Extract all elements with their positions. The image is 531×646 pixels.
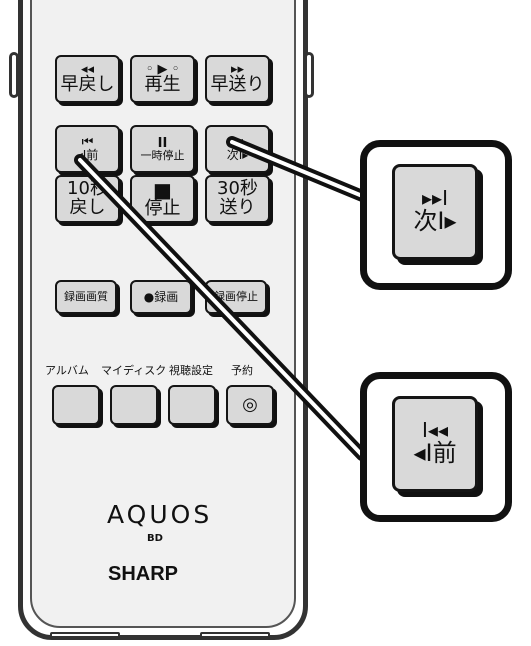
skip-30-label-top: 30秒	[217, 178, 258, 200]
product-logo: AQUOS	[107, 500, 213, 529]
stop-icon: ■	[153, 177, 172, 202]
record-quality-label: 録画画質	[64, 290, 108, 304]
reservation-button[interactable]: ◎	[226, 385, 274, 425]
skip-30-label-bottom: 送り	[219, 197, 256, 218]
leader-line-prev-inner	[78, 158, 364, 457]
pause-icon: II	[157, 135, 168, 151]
product-sub-logo: BD	[147, 533, 163, 544]
album-button[interactable]	[52, 385, 100, 425]
reservation-icon: ◎	[242, 394, 258, 415]
view-settings-button[interactable]	[168, 385, 216, 425]
maker-logo: SHARP	[108, 563, 179, 585]
rewind-label: 早戻し	[60, 74, 115, 96]
bottom-tab-right	[200, 632, 270, 638]
left-side-notch	[9, 52, 19, 98]
replay-10-label-bottom: 戻し	[69, 197, 106, 218]
view-settings-label: 視聴設定	[169, 364, 213, 377]
my-disc-label: マイディスク	[101, 364, 167, 377]
reservation-label: 予約	[231, 364, 253, 377]
my-disc-button[interactable]	[110, 385, 158, 425]
pause-label: 一時停止	[140, 148, 185, 162]
bottom-tab-left	[50, 632, 120, 638]
play-icon: ◦ ▶ ◦	[145, 62, 180, 78]
album-label: アルバム	[45, 364, 89, 377]
skip-next-icon: ▸▸I	[422, 186, 448, 211]
callout-next-label: 次I▸	[413, 207, 457, 236]
skip-30-button[interactable]: 30秒 送り	[205, 175, 270, 223]
leader-line-next-inner	[230, 140, 374, 202]
remote-panel	[30, 0, 296, 628]
callout-prev-label: ◂I前	[413, 439, 457, 468]
skip-back-icon: ⏮	[81, 135, 94, 151]
play-label: 再生	[144, 74, 181, 96]
record-button[interactable]: ●録画	[130, 280, 192, 314]
record-label: ●録画	[143, 289, 179, 304]
right-side-notch	[304, 52, 314, 98]
callout-next-button: ▸▸I 次I▸	[392, 164, 478, 260]
skip-back-icon: I◂◂	[422, 418, 448, 443]
pause-button[interactable]: II 一時停止	[130, 125, 195, 173]
record-stop-label: 録画停止	[214, 290, 258, 304]
callout-prev-button: I◂◂ ◂I前	[392, 396, 478, 492]
stop-label: 停止	[144, 197, 181, 219]
record-quality-button[interactable]: 録画画質	[55, 280, 117, 314]
fast-forward-label: 早送り	[210, 74, 265, 96]
fast-forward-icon: ▸▸	[230, 62, 245, 78]
play-button[interactable]: ◦ ▶ ◦ 再生	[130, 55, 195, 103]
fast-forward-button[interactable]: ▸▸ 早送り	[205, 55, 270, 103]
rewind-button[interactable]: ◂◂ 早戻し	[55, 55, 120, 103]
rewind-icon: ◂◂	[80, 62, 95, 78]
